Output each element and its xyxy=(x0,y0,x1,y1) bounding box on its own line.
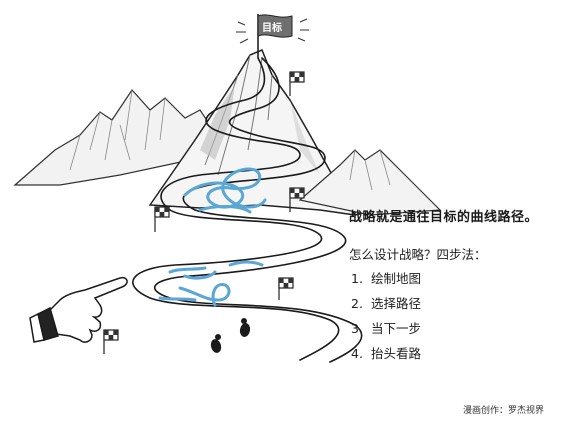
step-item: 3. 当下一步 xyxy=(351,316,421,341)
blue-loops-lower xyxy=(158,260,264,307)
pointing-hand xyxy=(29,276,128,343)
checkpoint-flag-3 xyxy=(154,206,170,232)
checkpoint-flags xyxy=(103,71,305,354)
step-label: 选择路径 xyxy=(371,296,422,311)
steps-list: 1. 绘制地图 2. 选择路径 3. 当下一步 4. 抬头看路 xyxy=(351,266,421,366)
step-number: 2. xyxy=(351,296,363,311)
winding-road xyxy=(132,57,363,363)
step-label: 抬头看路 xyxy=(371,346,422,361)
goal-flag: 目标 xyxy=(236,14,309,58)
checkpoint-flag-5 xyxy=(103,329,119,354)
step-item: 4. 抬头看路 xyxy=(351,341,421,366)
goal-flag-text: 目标 xyxy=(262,21,282,34)
step-item: 2. 选择路径 xyxy=(351,291,421,316)
right-peak xyxy=(298,149,442,216)
blue-loops-upper xyxy=(183,167,267,214)
step-label: 绘制地图 xyxy=(371,271,422,286)
step-item: 1. 绘制地图 xyxy=(351,266,421,291)
step-number: 1. xyxy=(351,271,363,286)
checkpoint-flag-2 xyxy=(289,187,305,212)
left-mountain-shading xyxy=(69,89,166,171)
step-label: 当下一步 xyxy=(371,321,422,336)
checkpoint-flag-1 xyxy=(289,71,305,96)
credit-line: 漫画创作：罗杰视界 xyxy=(462,406,544,416)
step-number: 4. xyxy=(351,346,363,361)
subheading: 怎么设计战略？四步法： xyxy=(349,247,487,262)
checkpoint-flag-4 xyxy=(278,277,294,300)
step-number: 3. xyxy=(351,321,363,336)
headline: 战略就是通往目标的曲线路径。 xyxy=(349,210,539,225)
footprints xyxy=(210,318,251,353)
